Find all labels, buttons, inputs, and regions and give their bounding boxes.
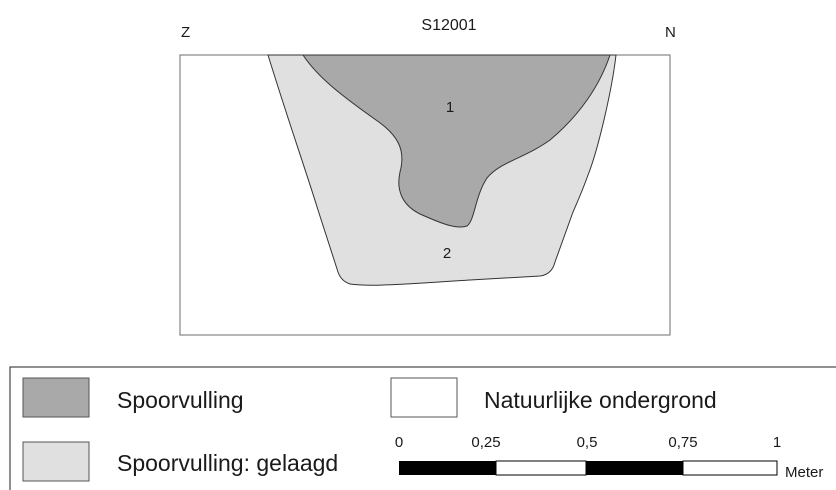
section-title: S12001: [421, 17, 476, 34]
legend-label-natuurlijk: Natuurlijke ondergrond: [484, 387, 717, 413]
scale-bar-segment: [399, 461, 496, 475]
legend-swatch-gelaagd: [22, 441, 90, 482]
scale-bar-segment: [682, 460, 778, 476]
scale-bar-segment: [495, 460, 587, 476]
scale-unit: Meter: [785, 464, 823, 481]
fill-label-1: 1: [446, 99, 454, 116]
fill-label-2: 2: [443, 245, 451, 262]
scale-bar: [399, 460, 778, 476]
orientation-right-label: N: [665, 24, 676, 41]
scale-tick-0: 0: [395, 434, 403, 451]
legend-label-spoorvulling: Spoorvulling: [117, 387, 244, 413]
orientation-left-label: Z: [181, 24, 190, 41]
pit-fill-polygon: [302, 54, 611, 228]
scale-tick-025: 0,25: [471, 434, 500, 451]
legend-swatch-spoorvulling: [22, 377, 90, 418]
legend-swatch-natuurlijk: [390, 377, 458, 418]
legend-label-gelaagd: Spoorvulling: gelaagd: [117, 450, 338, 476]
scale-tick-075: 0,75: [668, 434, 697, 451]
scale-tick-1: 1: [773, 434, 781, 451]
scale-bar-segment: [586, 461, 683, 475]
scale-tick-05: 0,5: [577, 434, 598, 451]
